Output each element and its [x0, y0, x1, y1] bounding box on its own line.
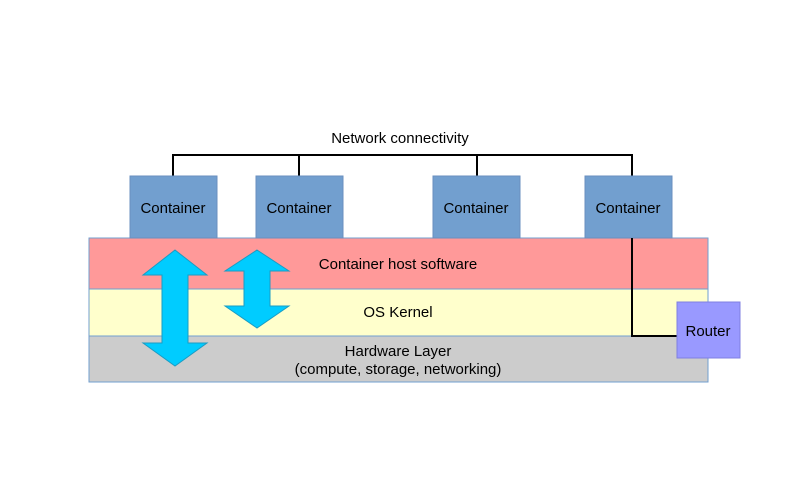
container-box: Container [129, 175, 218, 239]
router-box: Router [676, 301, 741, 359]
host-software-label: Container host software [319, 256, 477, 273]
router-label: Router [685, 323, 730, 340]
os-kernel-layer [88, 288, 709, 337]
container-label: Container [595, 200, 660, 217]
container-label: Container [140, 200, 205, 217]
large-double-arrow-icon [141, 249, 209, 367]
container-box: Container [255, 175, 344, 239]
container-label: Container [266, 200, 331, 217]
container-box: Container [584, 175, 673, 239]
network-connectivity-label: Network connectivity [331, 130, 469, 147]
hardware-layer-label: Hardware Layer [345, 343, 452, 360]
hardware-layer-sublabel: (compute, storage, networking) [295, 361, 502, 378]
container-label: Container [443, 200, 508, 217]
container-box: Container [432, 175, 521, 239]
os-kernel-label: OS Kernel [363, 304, 432, 321]
network-bus-lines [172, 154, 633, 176]
router-connection-line [631, 238, 677, 337]
small-double-arrow-icon [223, 249, 291, 329]
